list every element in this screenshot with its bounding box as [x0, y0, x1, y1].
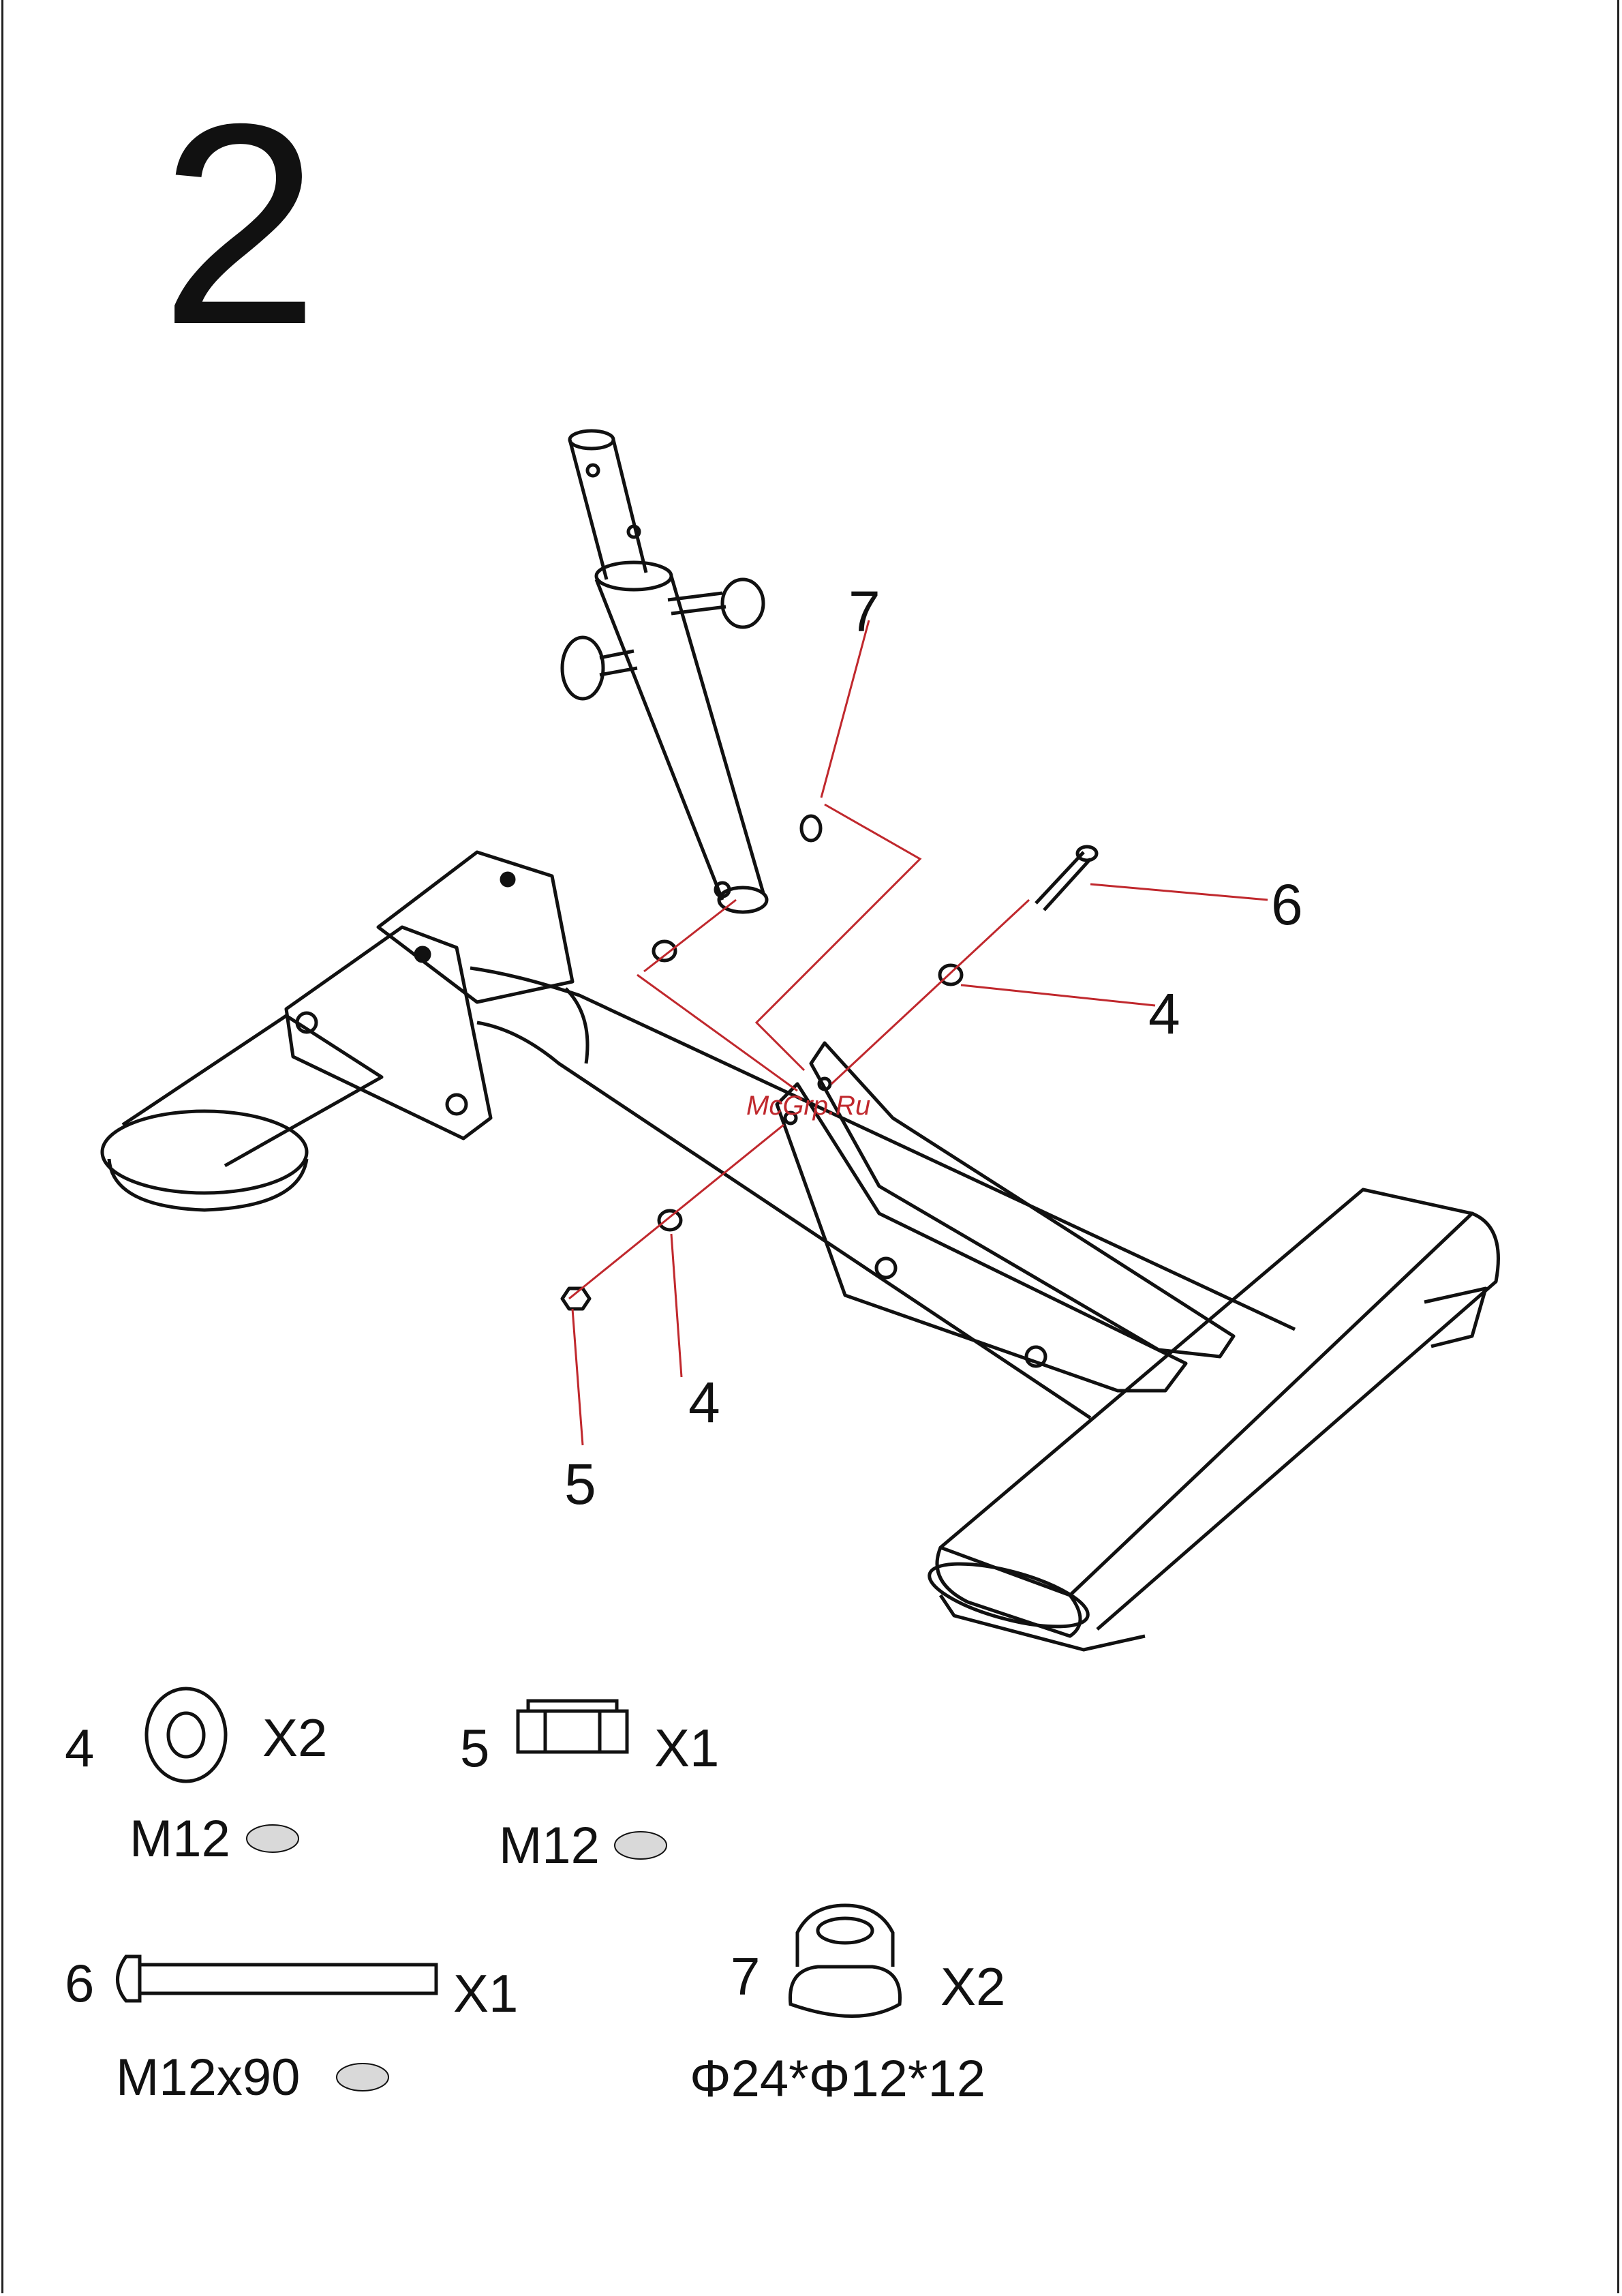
nut-icon	[518, 1701, 627, 1752]
part-7-quantity: X2	[940, 1960, 1005, 2013]
finish-swatches	[247, 1825, 667, 2091]
callout-bushing: 7	[848, 583, 881, 640]
part-4-quantity: X2	[262, 1711, 327, 1764]
part-6-spec: M12x90	[116, 2052, 300, 2104]
part-5-spec: M12	[499, 1820, 600, 1872]
callout-nut: 5	[564, 1455, 596, 1513]
callout-bolt: 6	[1271, 876, 1303, 933]
part-6-number: 6	[65, 1957, 94, 2010]
part-5-number: 5	[460, 1721, 489, 1774]
exploded-hardware	[562, 816, 1097, 1309]
watermark: McGrp.Ru	[746, 1091, 870, 1121]
bolt-icon	[118, 1957, 437, 2001]
washer-icon	[147, 1689, 226, 1781]
upright-post	[562, 431, 767, 912]
bushing-icon	[791, 1905, 900, 2016]
callout-washer-top: 4	[1148, 985, 1180, 1042]
frame-plates	[286, 852, 572, 1138]
part-6-quantity: X1	[453, 1967, 518, 2020]
part-4-spec: M12	[129, 1813, 230, 1865]
callout-washer-bottom: 4	[688, 1374, 720, 1431]
part-7-number: 7	[731, 1950, 760, 2003]
part-7-spec: Φ24*Φ12*12	[690, 2053, 985, 2105]
left-foot	[102, 1016, 382, 1210]
part-5-quantity: X1	[654, 1721, 719, 1774]
rear-crossbeam	[923, 1190, 1498, 1650]
part-4-number: 4	[65, 1721, 94, 1774]
